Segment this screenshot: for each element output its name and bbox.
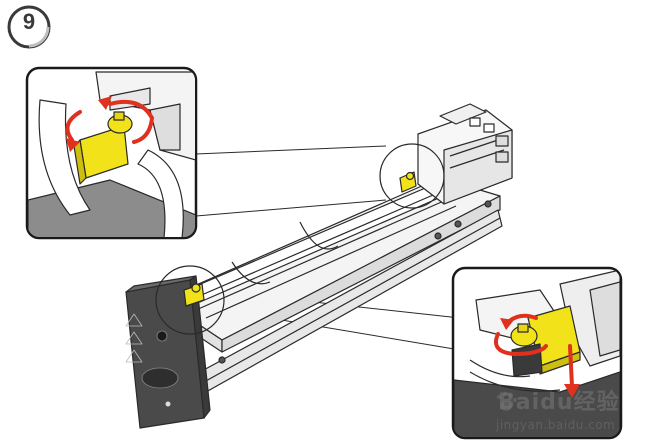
rail-assembly <box>125 103 513 429</box>
watermark-url: jingyan.baidu.com <box>496 418 616 432</box>
watermark-logo <box>496 391 518 411</box>
callout-circles <box>155 143 445 335</box>
watermark-brand: Baidu经验 <box>498 390 620 415</box>
inset-bottom-right <box>451 266 623 440</box>
step-badge <box>7 5 51 49</box>
step-number: 9 <box>22 9 36 34</box>
inset-top-left <box>25 66 198 240</box>
